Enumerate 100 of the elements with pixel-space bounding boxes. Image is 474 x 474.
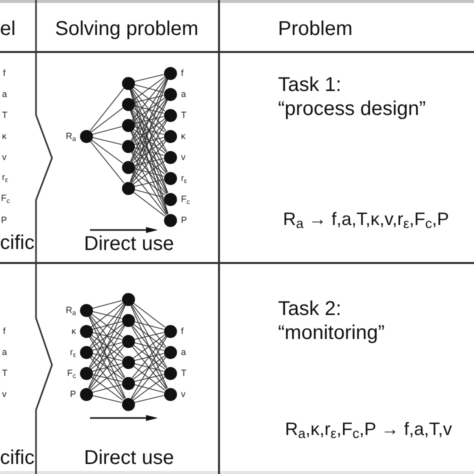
- connection-line: [130, 336, 168, 399]
- connection-line: [90, 139, 124, 164]
- connection-line: [134, 179, 164, 187]
- variable-label: T: [181, 109, 186, 121]
- column-heading: Problem: [278, 17, 352, 42]
- variable-label: F$_{c}$: [181, 193, 190, 205]
- connection-line: [132, 76, 166, 101]
- connection-line: [130, 110, 168, 194]
- connection-line: [130, 130, 168, 214]
- variable-label: v: [2, 388, 6, 400]
- connection-line: [90, 324, 124, 348]
- connection-line: [132, 172, 166, 216]
- connection-line: [132, 150, 166, 174]
- connection-line: [134, 384, 164, 393]
- connection-line: [92, 300, 122, 309]
- variable-label: a: [181, 88, 186, 100]
- connection-line: [132, 344, 166, 370]
- connection-line: [90, 302, 124, 328]
- connection-line: [90, 334, 124, 359]
- connection-line: [88, 304, 126, 368]
- connection-line: [132, 356, 166, 400]
- connection-line: [90, 346, 124, 390]
- mode-label: Direct use: [84, 232, 174, 257]
- connection-line: [90, 108, 124, 132]
- connection-line: [134, 74, 164, 82]
- variable-label: T: [2, 109, 8, 121]
- connection-line: [130, 151, 168, 215]
- connection-line: [132, 324, 166, 368]
- connection-line: [90, 88, 124, 132]
- connection-line: [134, 168, 164, 177]
- variable-label: κ: [181, 130, 186, 142]
- connection-line: [90, 355, 124, 380]
- connection-line: [134, 342, 164, 351]
- connection-line: [130, 120, 168, 183]
- variable-label: κ: [72, 325, 76, 337]
- mapping-formula: R$_{a}$ → f,a,T,κ,v,r$_{ε}$,F$_{c}$,P: [283, 208, 449, 230]
- connection-line: [130, 88, 168, 152]
- connection-line: [130, 99, 168, 162]
- variable-label: a: [181, 346, 186, 358]
- connection-line: [88, 304, 126, 388]
- connection-line: [130, 130, 168, 194]
- mapping-formula: R$_{a}$,κ,r$_{ε}$,F$_{c}$,P → f,a,T,v: [285, 418, 452, 440]
- mode-label: Direct use: [84, 446, 174, 471]
- variable-label: T: [181, 367, 186, 379]
- row-label: cific: [0, 231, 34, 256]
- variable-label: κ: [2, 130, 6, 142]
- connection-line: [132, 150, 166, 194]
- connection-line: [134, 84, 164, 93]
- connection-line: [92, 342, 122, 351]
- connection-line: [132, 336, 166, 378]
- connection-line: [134, 374, 164, 382]
- connection-line: [90, 140, 124, 184]
- connection-line: [132, 108, 166, 152]
- variable-label: P: [1, 214, 8, 226]
- connection-line: [88, 325, 126, 389]
- connection-line: [134, 137, 164, 145]
- connection-line: [134, 105, 164, 114]
- connection-line: [132, 78, 166, 120]
- connection-line: [134, 95, 164, 103]
- connection-line: [134, 321, 164, 330]
- connection-line: [90, 344, 124, 370]
- connection-line: [132, 346, 166, 390]
- column-heading: Solving problem: [55, 17, 198, 42]
- connection-line: [130, 88, 168, 214]
- connection-line: [88, 316, 126, 398]
- variable-label: v: [2, 151, 6, 163]
- connection-line: [130, 78, 168, 162]
- connection-line: [130, 325, 168, 389]
- connection-line: [90, 314, 124, 358]
- connection-line: [132, 304, 166, 348]
- connection-line: [88, 336, 126, 399]
- connection-line: [130, 78, 168, 182]
- variable-label: R$_{a}$: [66, 304, 76, 316]
- connection-line: [132, 355, 166, 380]
- connection-line: [134, 116, 164, 124]
- variable-label: f: [3, 325, 6, 337]
- variable-label: v: [181, 151, 186, 163]
- connection-line: [90, 366, 124, 390]
- variable-label: a: [2, 88, 8, 100]
- task-name: “process design”: [278, 97, 426, 121]
- variable-label: a: [2, 346, 8, 358]
- variable-label: r$_{ε}$: [2, 171, 8, 183]
- variable-label: T: [2, 367, 8, 379]
- connection-line: [90, 356, 124, 400]
- variable-label: f: [181, 67, 184, 79]
- connection-line: [90, 304, 124, 348]
- connection-line: [92, 395, 122, 403]
- variable-label: r$_{ε}$: [181, 172, 188, 184]
- connection-line: [132, 120, 166, 162]
- connection-line: [132, 88, 166, 132]
- connection-line: [90, 336, 124, 378]
- connection-line: [132, 324, 166, 348]
- variable-label: P: [70, 388, 76, 400]
- connection-line: [132, 86, 166, 112]
- variable-label: R$_{a}$: [66, 130, 76, 142]
- connection-line: [92, 363, 122, 372]
- connection-line: [88, 315, 126, 378]
- variable-label: F$_{c}$: [67, 367, 76, 379]
- connection-line: [90, 376, 124, 401]
- connection-line: [130, 110, 168, 214]
